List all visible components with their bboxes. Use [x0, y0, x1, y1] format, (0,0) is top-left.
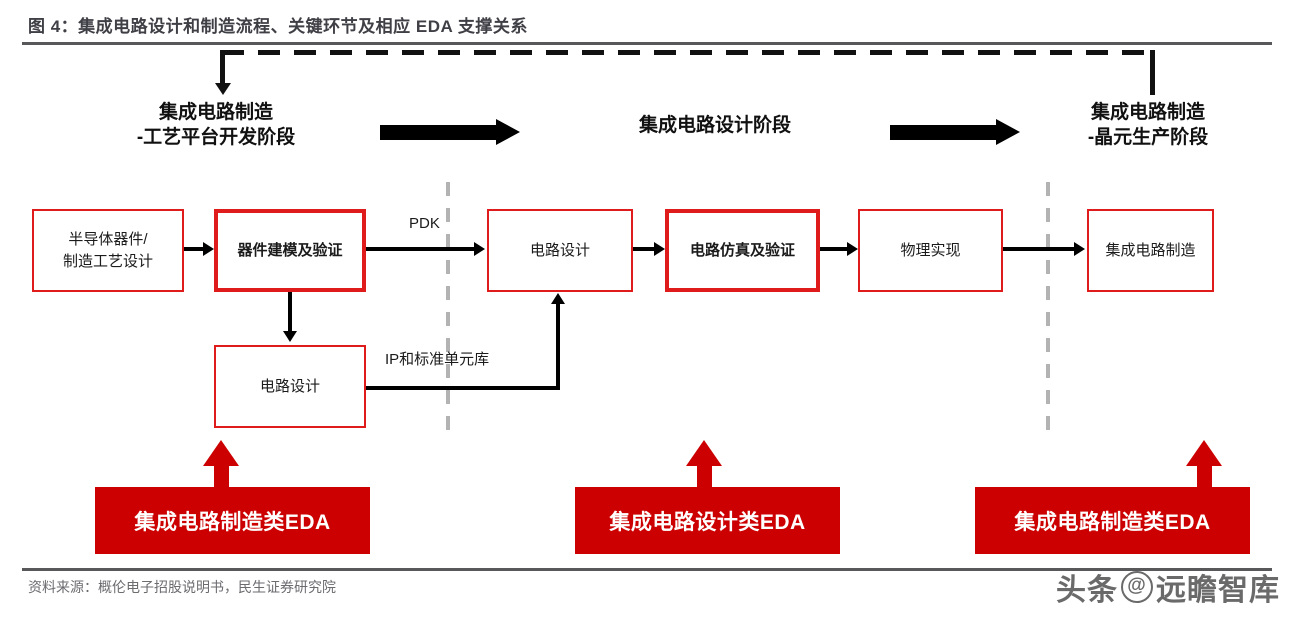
eda-block-label: 集成电路制造类EDA: [134, 510, 331, 534]
connector-physical-to-fab: [1003, 247, 1076, 251]
connector-process-to-modeling: [184, 247, 205, 251]
connector-simulation-to-physical: [820, 247, 849, 251]
stage-header-manufacturing-process: 集成电路制造 -工艺平台开发阶段: [66, 100, 366, 150]
edge-label-pdk: PDK: [409, 215, 440, 232]
watermark: 头条 @ 远瞻智库: [1018, 564, 1280, 610]
stage-header-line2: -工艺平台开发阶段: [136, 127, 296, 148]
stage-header-line1: 集成电路设计阶段: [638, 115, 791, 136]
eda-block-manufacturing-left[interactable]: 集成电路制造类EDA: [95, 487, 370, 554]
connector-arrow-right-icon: [654, 242, 665, 256]
connector-ip-vertical: [556, 304, 560, 390]
flow-box-label: 电路设计: [259, 377, 320, 395]
phase-arrow-right-icon: [890, 119, 1020, 145]
flow-box-label: 器件建模及验证: [237, 241, 343, 259]
connector-arrow-right-icon: [203, 242, 214, 256]
watermark-left-text: 头条: [1056, 574, 1118, 607]
eda-block-label: 集成电路制造类EDA: [1014, 510, 1211, 534]
phase-arrow-head: [996, 119, 1020, 145]
connector-ip-horizontal: [366, 386, 560, 390]
flow-box-label: 物理实现: [900, 241, 961, 259]
eda-block-manufacturing-right[interactable]: 集成电路制造类EDA: [975, 487, 1250, 554]
stage-divider-left: [446, 182, 450, 442]
connector-modeling-to-lower-circuit: [288, 292, 292, 333]
connector-arrow-down-icon: [283, 331, 297, 342]
feedback-arrow-down-icon: [215, 83, 231, 95]
eda-block-label: 集成电路设计类EDA: [609, 510, 806, 534]
flow-box-circuit-design[interactable]: 电路设计: [487, 209, 633, 292]
flow-box-ic-manufacturing[interactable]: 集成电路制造: [1087, 209, 1214, 292]
connector-arrow-up-icon: [551, 293, 565, 304]
eda-arrow-head: [203, 440, 239, 466]
phase-arrow-head: [496, 119, 520, 145]
figure-title: 图 4：集成电路设计和制造流程、关键环节及相应 EDA 支撑关系: [28, 17, 528, 36]
flow-box-label: 电路仿真及验证: [689, 241, 795, 259]
eda-arrow-head: [1186, 440, 1222, 466]
flow-box-physical-implementation[interactable]: 物理实现: [858, 209, 1003, 292]
title-divider-rule: [22, 42, 1272, 45]
flow-box-label: 电路设计: [529, 241, 590, 259]
flow-box-label: 集成电路制造: [1105, 241, 1196, 259]
stage-header-line1: 集成电路制造: [1090, 102, 1205, 123]
source-note: 资料来源：概伦电子招股说明书，民生证券研究院: [28, 579, 336, 595]
feedback-dashed-line: [222, 50, 1154, 55]
flow-box-circuit-design-lower[interactable]: 电路设计: [214, 345, 366, 428]
feedback-line-right-drop: [1150, 50, 1155, 95]
phase-arrow-shaft: [380, 125, 496, 140]
connector-circuit-to-simulation: [633, 247, 656, 251]
stage-header-design: 集成电路设计阶段: [565, 113, 865, 138]
stage-header-wafer-production: 集成电路制造 -晶元生产阶段: [1008, 100, 1288, 150]
eda-arrow-head: [686, 440, 722, 466]
flow-box-device-modeling[interactable]: 器件建模及验证: [214, 209, 366, 292]
stage-header-line1: 集成电路制造: [158, 102, 273, 123]
connector-arrow-right-icon: [1074, 242, 1085, 256]
flow-box-circuit-simulation[interactable]: 电路仿真及验证: [665, 209, 820, 292]
connector-arrow-right-icon: [847, 242, 858, 256]
stage-divider-right: [1046, 182, 1050, 442]
watermark-right-text: 远瞻智库: [1156, 574, 1280, 607]
watermark-at-icon: @: [1121, 571, 1153, 603]
connector-modeling-to-circuit: [366, 247, 476, 251]
feedback-line-left-drop: [220, 50, 225, 84]
flow-box-process-design[interactable]: 半导体器件/ 制造工艺设计: [32, 209, 184, 292]
stage-header-line2: -晶元生产阶段: [1087, 127, 1209, 148]
phase-arrow-right-icon: [380, 119, 520, 145]
phase-arrow-shaft: [890, 125, 996, 140]
connector-arrow-right-icon: [474, 242, 485, 256]
edge-label-ip-library: IP和标准单元库: [385, 351, 490, 368]
eda-block-design[interactable]: 集成电路设计类EDA: [575, 487, 840, 554]
flow-box-label: 半导体器件/ 制造工艺设计: [62, 230, 153, 270]
footer-divider-rule: [22, 568, 1272, 571]
